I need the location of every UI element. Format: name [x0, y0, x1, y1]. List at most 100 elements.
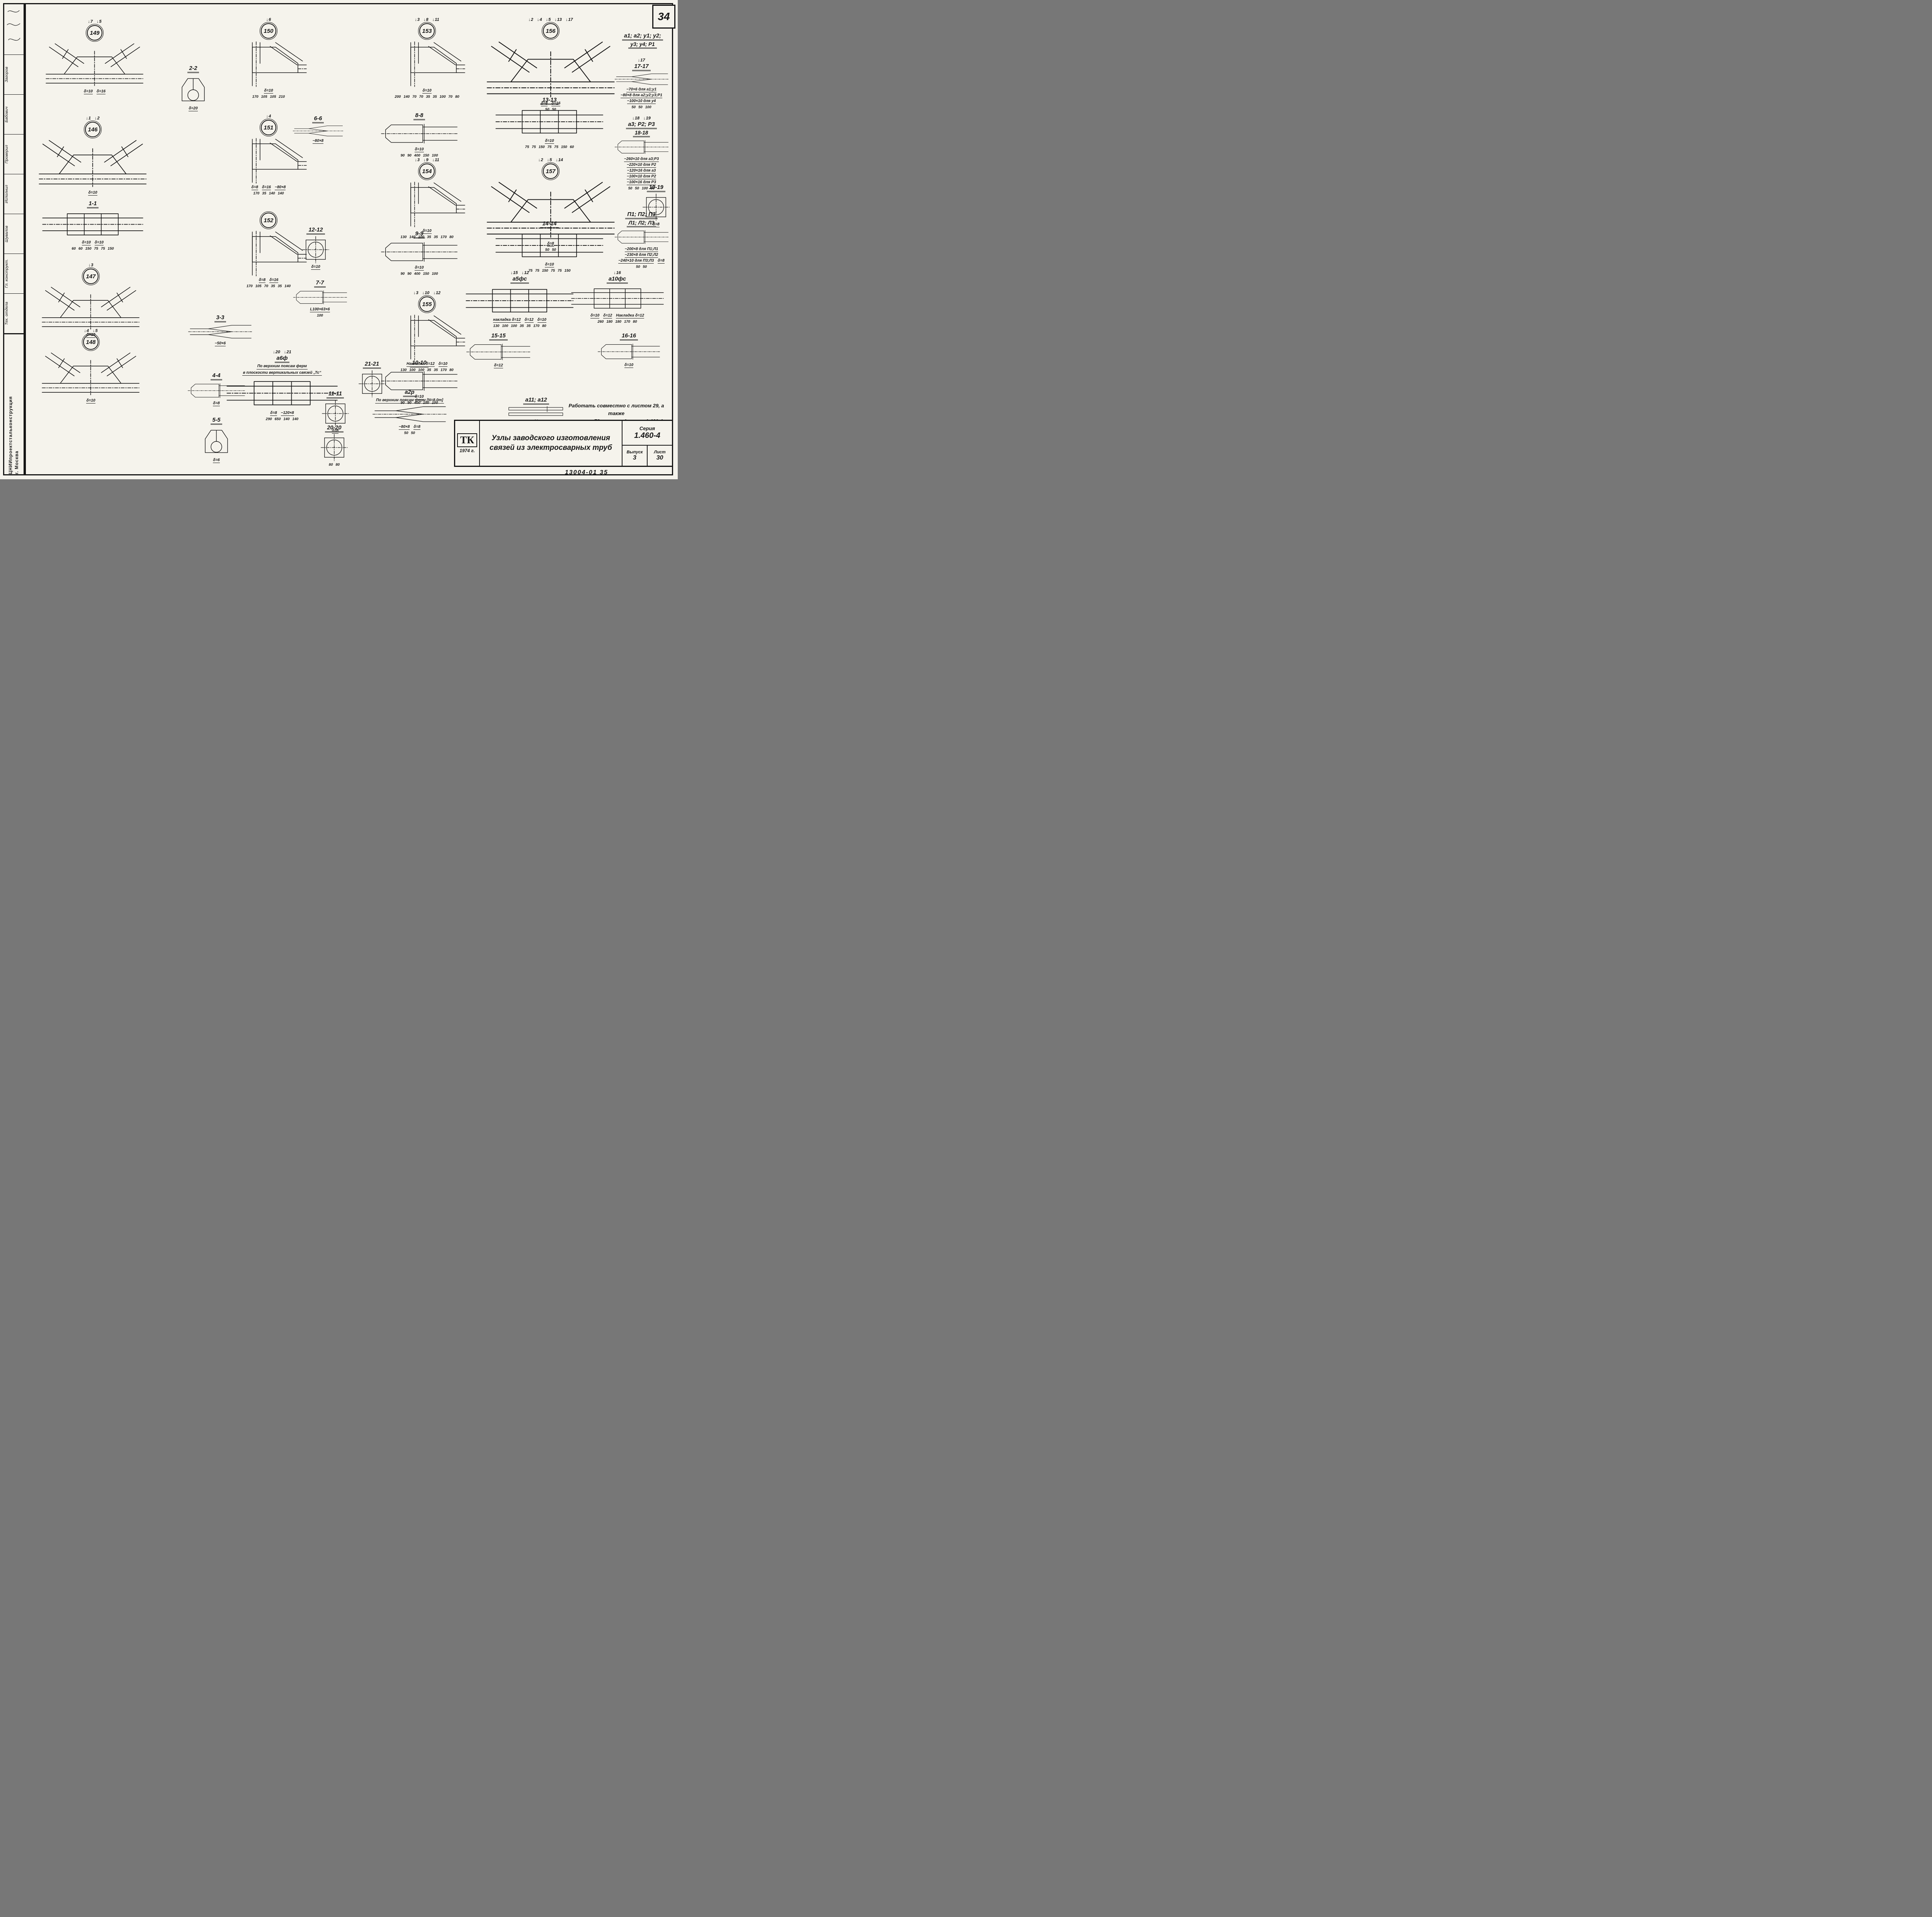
- section-marker: 5: [547, 158, 552, 162]
- detail-title: 9-9: [413, 231, 425, 239]
- dimension-value: 75: [101, 247, 105, 251]
- splice-sketch-icon: [571, 288, 664, 309]
- callout-labels: δ=10: [264, 89, 273, 94]
- detail-sketch: [488, 106, 611, 138]
- section-marker: 3: [413, 291, 418, 295]
- detail-title: а5фс: [510, 276, 529, 284]
- section-marker: 2: [528, 17, 533, 22]
- callout-label: −220×10 для Р2: [627, 163, 656, 168]
- callout-label: −80×8: [312, 138, 324, 144]
- section-marker: 7: [88, 19, 93, 24]
- detail-title: а6ф: [274, 355, 290, 363]
- detail-sketch: [222, 138, 315, 184]
- detail-sketch: [293, 236, 339, 264]
- callout-label: L100×63×6: [310, 307, 330, 313]
- dimension-value: 170: [533, 324, 539, 329]
- detail-sketch: [289, 289, 351, 306]
- section-marker: 3: [415, 158, 420, 162]
- section-marker: 12: [433, 291, 440, 295]
- callout-labels: δ=6: [213, 458, 220, 463]
- detail-sketch: [350, 370, 394, 398]
- corner-sketch-icon: [252, 138, 307, 184]
- section-marker: 9: [423, 158, 429, 162]
- dimension-value: 50: [404, 431, 408, 435]
- callout-label: δ=10: [438, 362, 447, 367]
- callout-labels: δ=10: [545, 262, 554, 268]
- callout-label: δ=10: [415, 265, 424, 271]
- detail-view: 6-6−80×8: [289, 116, 347, 144]
- dimension-value: 90: [400, 153, 405, 158]
- dimension-value: 50: [411, 431, 415, 435]
- detail-sketch: [458, 285, 582, 317]
- stub-sketch-icon: [614, 230, 668, 244]
- callout-label: δ=16: [269, 278, 279, 283]
- detail-title: 10-10: [410, 360, 429, 368]
- section-marker: 20: [273, 350, 280, 354]
- callout-label: δ=10: [88, 191, 97, 196]
- section-markers: 1512: [510, 271, 529, 275]
- section-marker: 2: [538, 158, 543, 162]
- knot-sketch-icon: [42, 352, 140, 395]
- dimension-value: 80: [449, 235, 454, 239]
- section-markers: 4: [266, 114, 271, 119]
- section-marker: 5: [546, 17, 551, 22]
- detail-sketch: [311, 400, 359, 427]
- section-markers: 75: [88, 19, 102, 24]
- dimension-value: 75: [547, 145, 552, 150]
- usage-note-line1: Работать совместно с листом 29, а также: [568, 403, 664, 417]
- detail-title: 21-21: [362, 361, 381, 369]
- dimension-value: 170: [440, 235, 447, 239]
- node-number: 150: [260, 22, 277, 40]
- callout-labels: −200×8 для П1;Л1−230×8 для П2;Л2−240×10 …: [611, 247, 672, 264]
- callout-label: δ=12: [524, 318, 534, 323]
- callout-label: δ=8: [251, 185, 259, 190]
- callout-label: δ=8: [547, 242, 554, 247]
- dimension-value: 100: [409, 368, 416, 372]
- house-section-icon: [205, 430, 228, 453]
- dimension-value: 50: [635, 186, 639, 191]
- detail-sketch: [184, 323, 257, 340]
- callout-labels: L100×63×6: [310, 307, 330, 313]
- detail-sketch: [365, 240, 473, 264]
- sheet-cell: Лист 30: [647, 446, 672, 466]
- section-marker: 21: [284, 350, 291, 354]
- dimension-value: 35: [427, 368, 431, 372]
- callout-label: δ=10: [415, 394, 424, 400]
- callout-labels: δ=10: [545, 139, 554, 144]
- knot-sketch-icon: [46, 43, 144, 86]
- detail-title: 17-17: [632, 63, 651, 72]
- dimension-value: 35: [262, 191, 266, 196]
- callout-label: −260×10 для а3;Р3: [624, 157, 659, 162]
- dimension-value: 35: [426, 95, 430, 99]
- dimension-value: 80: [542, 324, 546, 329]
- section-marker: 1: [86, 116, 91, 121]
- callout-label: −80×8: [399, 424, 410, 430]
- series-label: Серия: [639, 426, 655, 431]
- tk-logo: ТК: [457, 433, 478, 447]
- stamp-entry: Бабович: [4, 95, 24, 134]
- callout-label: δ=10: [82, 240, 91, 246]
- dimension-value: 90: [407, 400, 412, 405]
- dimension-value: 60: [570, 145, 574, 150]
- callout-label: δ=8: [213, 401, 220, 406]
- section-marker: 2: [95, 116, 100, 121]
- detail-view: 31012155Накладка δ=12δ=10130100100353517…: [365, 291, 489, 372]
- callout-label: −200×8 для П1;Л1: [624, 247, 658, 252]
- dimension-value: 75: [535, 269, 539, 273]
